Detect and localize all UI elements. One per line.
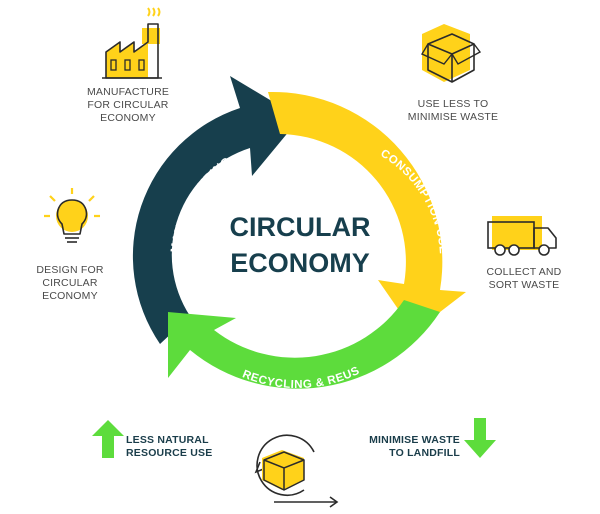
recycle-box-icon bbox=[254, 434, 339, 508]
center-title-line1: CIRCULAR bbox=[230, 212, 371, 242]
minimise-landfill-label: MINIMISE WASTE TO LANDFILL bbox=[356, 434, 460, 460]
collect-label: COLLECT AND SORT WASTE bbox=[476, 266, 572, 292]
consumption-arc bbox=[268, 91, 466, 332]
use-less-line: USE LESS TO bbox=[417, 98, 489, 110]
use-less-line: MINIMISE WASTE bbox=[407, 111, 499, 123]
collect-line: COLLECT AND bbox=[486, 266, 562, 278]
manufacture-line: MANUFACTURE bbox=[86, 86, 170, 98]
box-icon bbox=[420, 24, 482, 83]
up-arrow-icon bbox=[92, 420, 124, 458]
lightbulb-icon bbox=[44, 188, 100, 243]
manufacture-line: ECONOMY bbox=[100, 112, 156, 124]
less-natural-line: LESS NATURAL bbox=[126, 434, 209, 446]
manufacturing-arc bbox=[132, 76, 300, 344]
factory-icon bbox=[102, 7, 162, 79]
minimise-landfill-line: MINIMISE WASTE bbox=[369, 434, 460, 446]
less-natural-line: RESOURCE USE bbox=[126, 447, 213, 459]
design-line: DESIGN FOR bbox=[36, 264, 104, 276]
design-line: ECONOMY bbox=[42, 290, 98, 302]
use-less-label: USE LESS TO MINIMISE WASTE bbox=[402, 98, 504, 124]
design-line: CIRCULAR bbox=[42, 277, 98, 289]
collect-line: SORT WASTE bbox=[488, 279, 560, 291]
less-natural-label: LESS NATURAL RESOURCE USE bbox=[126, 434, 230, 460]
center-title-line2: ECONOMY bbox=[230, 248, 370, 278]
down-arrow-icon bbox=[464, 418, 496, 458]
manufacture-label: MANUFACTURE FOR CIRCULAR ECONOMY bbox=[80, 86, 176, 125]
design-label: DESIGN FOR CIRCULAR ECONOMY bbox=[24, 264, 116, 303]
truck-icon bbox=[487, 216, 557, 256]
minimise-landfill-line: TO LANDFILL bbox=[389, 447, 460, 459]
manufacture-line: FOR CIRCULAR bbox=[87, 99, 169, 111]
recycling-arc bbox=[168, 300, 440, 389]
